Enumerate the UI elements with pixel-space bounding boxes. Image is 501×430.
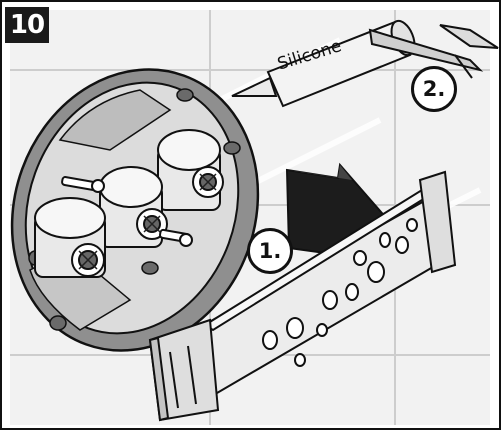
silicone-tube-icon [231, 19, 499, 108]
screw-hole [141, 261, 159, 275]
screw-hole [49, 315, 67, 331]
cartridge-lower [34, 197, 106, 278]
valve-cartridges [34, 129, 224, 278]
callout-step-2: 2. [411, 66, 457, 112]
screw-hole [176, 88, 194, 102]
step-number-badge: 10 [5, 7, 49, 43]
cartridge-middle [99, 166, 168, 248]
connector-pins [61, 176, 193, 247]
callout-step-1: 1. [247, 228, 293, 274]
screw-hole [223, 141, 241, 155]
cartridge-upper [157, 129, 224, 211]
installation-template [148, 170, 457, 422]
